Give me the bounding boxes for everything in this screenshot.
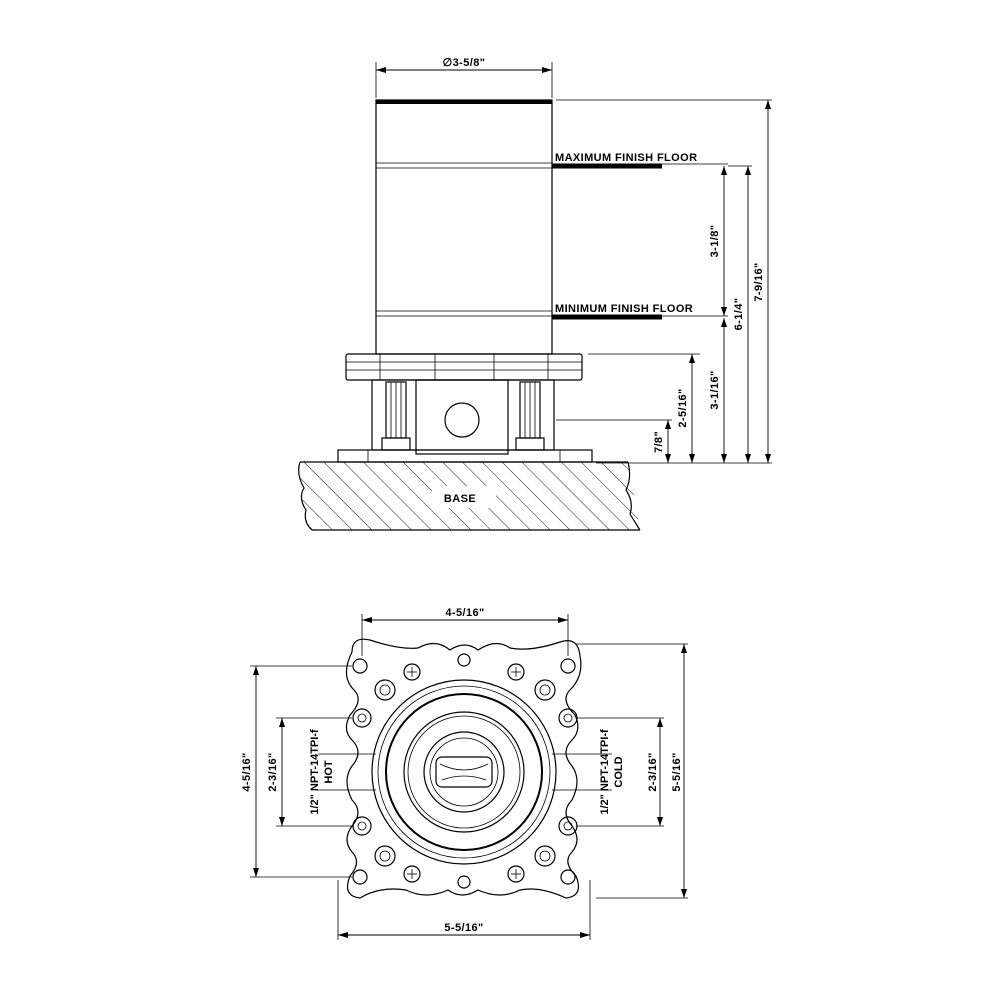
diameter-label: ∅3-5/8" [443,57,486,69]
side-view: BASE [298,57,772,531]
left-inner-dimension: 2-3/16" [267,717,352,827]
cylinder-body [375,99,553,355]
cold-thread-label: 1/2" NPT-14TPI-f [599,729,611,815]
screws [403,663,525,883]
base-section: BASE [298,461,641,531]
cold-inlet: 1/2" NPT-14TPI-f COLD [552,729,625,815]
extension-lines [556,99,772,464]
min-floor-label: MINIMUM FINISH FLOOR [555,303,693,315]
top-width-dimension: 4-5/16" [361,607,569,656]
dim-bottom-width: 5-5/16" [444,922,483,934]
hot-thread-label: 1/2" NPT-14TPI-f [309,729,321,815]
base-label: BASE [444,493,476,505]
corner-holes [352,653,576,889]
vertical-dimensions: 7/8" 2-5/16" 3-1/8" 3-1/16" 6-1/4" [653,100,771,463]
valve-housing [337,379,593,463]
top-view: 4-5/16" 5-5/16" 4-5/16" 2-3/1 [241,607,688,940]
dim-overall-height: 7-9/16" [753,262,765,301]
dim-right-inner: 2-3/16" [647,752,659,791]
outlet-port [444,402,480,438]
mounting-flange [345,353,583,381]
dim-right-height: 5-5/16" [671,752,683,791]
cartridge [435,756,493,788]
hot-inlet: 1/2" NPT-14TPI-f HOT [309,729,376,815]
central-body [371,679,557,865]
max-floor-label: MAXIMUM FINISH FLOOR [555,152,697,164]
dim-flange-height: 2-5/16" [677,388,689,427]
dim-outlet-height: 7/8" [653,431,665,453]
cold-label: COLD [613,756,625,787]
dim-left-inner: 2-3/16" [267,752,279,791]
dim-min-floor-height: 3-1/16" [709,370,721,409]
mounting-plate-outline [345,638,582,899]
hot-label: HOT [323,760,335,784]
right-inner-dimension: 2-3/16" [576,717,664,827]
diameter-dimension: ∅3-5/8" [375,57,553,98]
dim-max-floor-span: 3-1/8" [709,225,721,258]
dim-left-height: 4-5/16" [241,752,253,791]
dim-top-width: 4-5/16" [445,607,484,619]
left-height-dimension: 4-5/16" [241,665,352,878]
right-height-dimension: 5-5/16" [576,643,688,899]
floor-markers: MAXIMUM FINISH FLOOR MINIMUM FINISH FLOO… [552,152,728,320]
bottom-width-dimension: 5-5/16" [337,880,591,940]
dim-max-floor-height: 6-1/4" [733,298,745,331]
